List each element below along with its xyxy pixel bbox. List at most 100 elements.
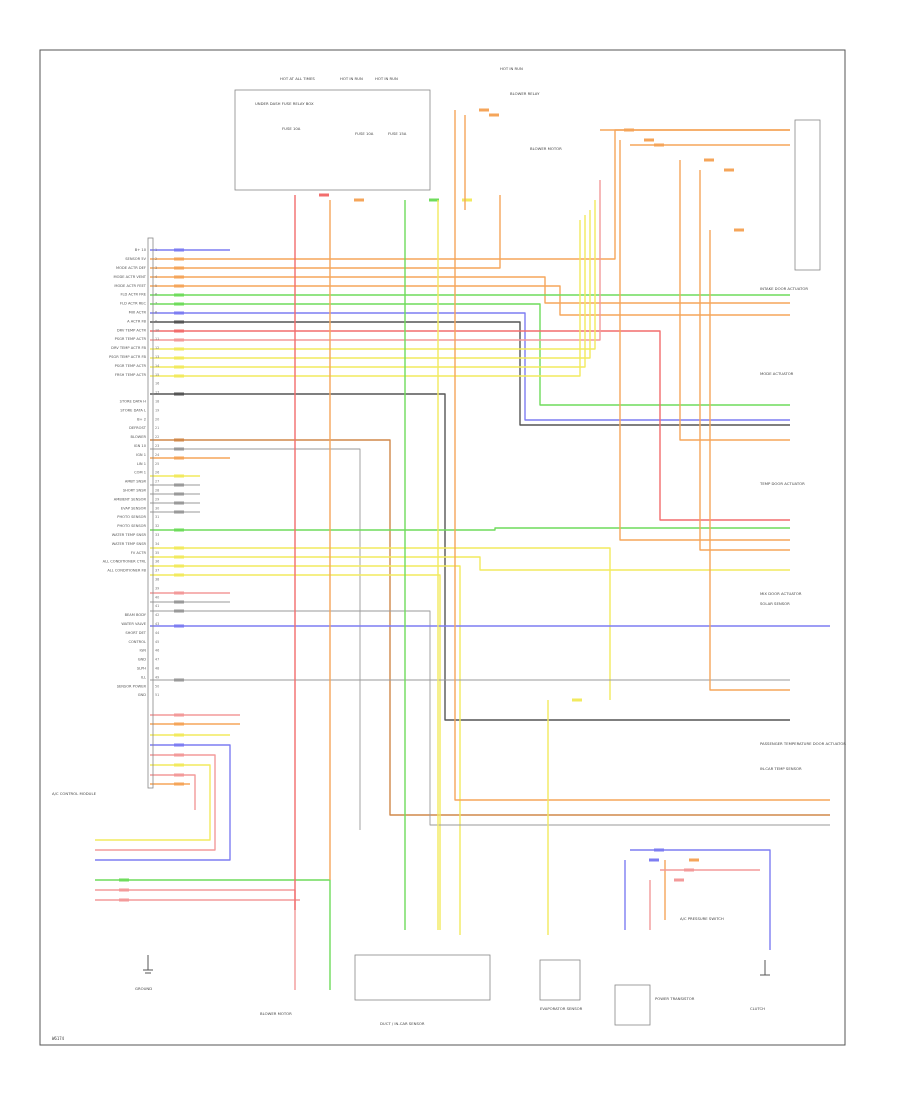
right-comp-0: INTAKE DOOR ACTUATOR bbox=[760, 286, 808, 291]
pin-number: 8 bbox=[155, 311, 157, 315]
pin-label: STORE DATA H bbox=[120, 400, 147, 404]
wire-color-tag bbox=[174, 591, 184, 595]
pin-label: FRSH TEMP ACTR bbox=[115, 373, 147, 377]
pin-label: EVAP SENSOR bbox=[121, 506, 147, 510]
pin-label: SHORT SNSR bbox=[123, 489, 147, 493]
bottom-comp-7: CLUTCH bbox=[750, 1006, 765, 1011]
pin-label: STORE DATA L bbox=[120, 408, 146, 412]
wire-color-tag bbox=[704, 158, 714, 162]
wire-color-tag bbox=[462, 198, 472, 202]
wire-color-tag bbox=[174, 546, 184, 550]
bottom-comp-3: DUCT / IN-CAR SENSOR bbox=[380, 1021, 425, 1026]
wire-color-tag bbox=[174, 600, 184, 604]
pin-label: GND bbox=[138, 693, 146, 697]
pin-number: 20 bbox=[155, 417, 159, 421]
pin-number: 23 bbox=[155, 444, 159, 448]
wire-color-tag bbox=[174, 302, 184, 306]
wire-color-tag bbox=[734, 228, 744, 232]
pin-label: COM 1 bbox=[134, 471, 146, 475]
wire-color-tag bbox=[174, 564, 184, 568]
pin-number: 39 bbox=[155, 586, 159, 590]
wire-pink bbox=[95, 754, 216, 851]
wire-color-tag bbox=[174, 447, 184, 451]
right-comp-6: IN-CAR TEMP SENSOR bbox=[760, 766, 802, 771]
wire-color-tag bbox=[174, 311, 184, 315]
wire-color-tag bbox=[654, 143, 664, 147]
pin-label: DRV TEMP ACTR bbox=[117, 328, 147, 332]
wire-color-tag bbox=[174, 555, 184, 559]
wire-color-tag bbox=[644, 138, 654, 142]
pin-number: 33 bbox=[155, 533, 159, 537]
wire-color-tag bbox=[489, 113, 499, 117]
pin-number: 50 bbox=[155, 684, 159, 688]
pin-label: ALL CONDITIONER CTRL bbox=[103, 560, 146, 564]
pin-label: DEFROST bbox=[129, 426, 147, 430]
pin-number: 17 bbox=[155, 391, 159, 395]
pin-label: PSGR TEMP ACTR bbox=[115, 364, 147, 368]
pin-number: 30 bbox=[155, 506, 159, 510]
pin-number: 48 bbox=[155, 667, 159, 671]
pin-label: PHOTO SENSOR bbox=[117, 524, 146, 528]
fuse-d-label: HOT IN RUN bbox=[500, 66, 523, 71]
wire-orange bbox=[454, 110, 830, 801]
wire-color-tag bbox=[674, 878, 684, 882]
pin-number: 2 bbox=[155, 257, 157, 261]
pin-number: 13 bbox=[155, 355, 159, 359]
pin-number: 7 bbox=[155, 302, 157, 306]
wire-color-tag bbox=[174, 257, 184, 261]
pin-number: 51 bbox=[155, 693, 159, 697]
pin-label: AMBIENT SENSOR bbox=[114, 497, 147, 501]
pin-label: MIX ACTR bbox=[129, 311, 147, 315]
wire-dark bbox=[150, 321, 790, 426]
wire-color-tag bbox=[624, 128, 634, 132]
wire-color-tag bbox=[174, 248, 184, 252]
wire-brown bbox=[150, 439, 830, 816]
wire-blue bbox=[95, 744, 231, 861]
pin-label: CONTROL bbox=[128, 640, 146, 644]
pin-number: 49 bbox=[155, 675, 159, 679]
pin-label: FV ACTR bbox=[131, 551, 147, 555]
wire-color-tag bbox=[174, 474, 184, 478]
wire-color-tag bbox=[174, 763, 184, 767]
pin-label: B+ 2 bbox=[137, 417, 146, 421]
pin-label: WATER TEMP SNSR bbox=[112, 542, 147, 546]
pin-label: BLOWER bbox=[131, 435, 147, 439]
sensor-box-bottom bbox=[354, 954, 491, 1001]
wire-color-tag bbox=[174, 347, 184, 351]
fuse-left-label: UNDER DASH FUSE RELAY BOX bbox=[255, 101, 314, 106]
pin-number: 29 bbox=[155, 497, 159, 501]
right-component-labels: INTAKE DOOR ACTUATOR MODE ACTUATOR TEMP … bbox=[759, 286, 846, 771]
pin-number: 35 bbox=[155, 551, 159, 555]
pin-number: 6 bbox=[155, 293, 157, 297]
wire-pink bbox=[150, 180, 601, 341]
fuse-b-label: HOT IN RUN bbox=[340, 76, 363, 81]
pin-number: 9 bbox=[155, 319, 157, 323]
wire-color-tag bbox=[479, 108, 489, 112]
pin-number: 12 bbox=[155, 346, 159, 350]
pin-number: 19 bbox=[155, 408, 159, 412]
wire-color-tag bbox=[174, 392, 184, 396]
pin-label: SENSOR 5V bbox=[125, 257, 146, 261]
pin-label: SLPH bbox=[137, 667, 146, 671]
pin-label: SHORT DET bbox=[125, 631, 146, 635]
blower-motor-switch-label: BLOWER MOTOR bbox=[530, 146, 562, 151]
diagram-frame bbox=[39, 49, 846, 1046]
bottom-comp-0: A/C CONTROL MODULE bbox=[52, 791, 97, 796]
pin-label: MODE ACTR VENT bbox=[114, 275, 147, 279]
wire-color-tag bbox=[174, 329, 184, 333]
right-comp-5: PASSENGER TEMPERATURE DOOR ACTUATOR bbox=[760, 741, 846, 746]
wire-color-tag bbox=[174, 722, 184, 726]
bottom-component-labels: A/C CONTROL MODULE GROUND BLOWER MOTOR D… bbox=[52, 791, 765, 1026]
pin-number: 21 bbox=[155, 426, 159, 430]
pin-label: FLD ACTR FRE bbox=[120, 293, 146, 297]
wire-color-tag bbox=[174, 678, 184, 682]
wire-color-tag bbox=[174, 266, 184, 270]
wire-orange bbox=[619, 140, 790, 541]
right-connector-box-top bbox=[794, 119, 821, 271]
pin-label: ILL bbox=[141, 675, 146, 679]
pin-number: 43 bbox=[155, 622, 159, 626]
wire-pink bbox=[95, 889, 296, 990]
pin-label: WATER VALVE bbox=[121, 622, 146, 626]
